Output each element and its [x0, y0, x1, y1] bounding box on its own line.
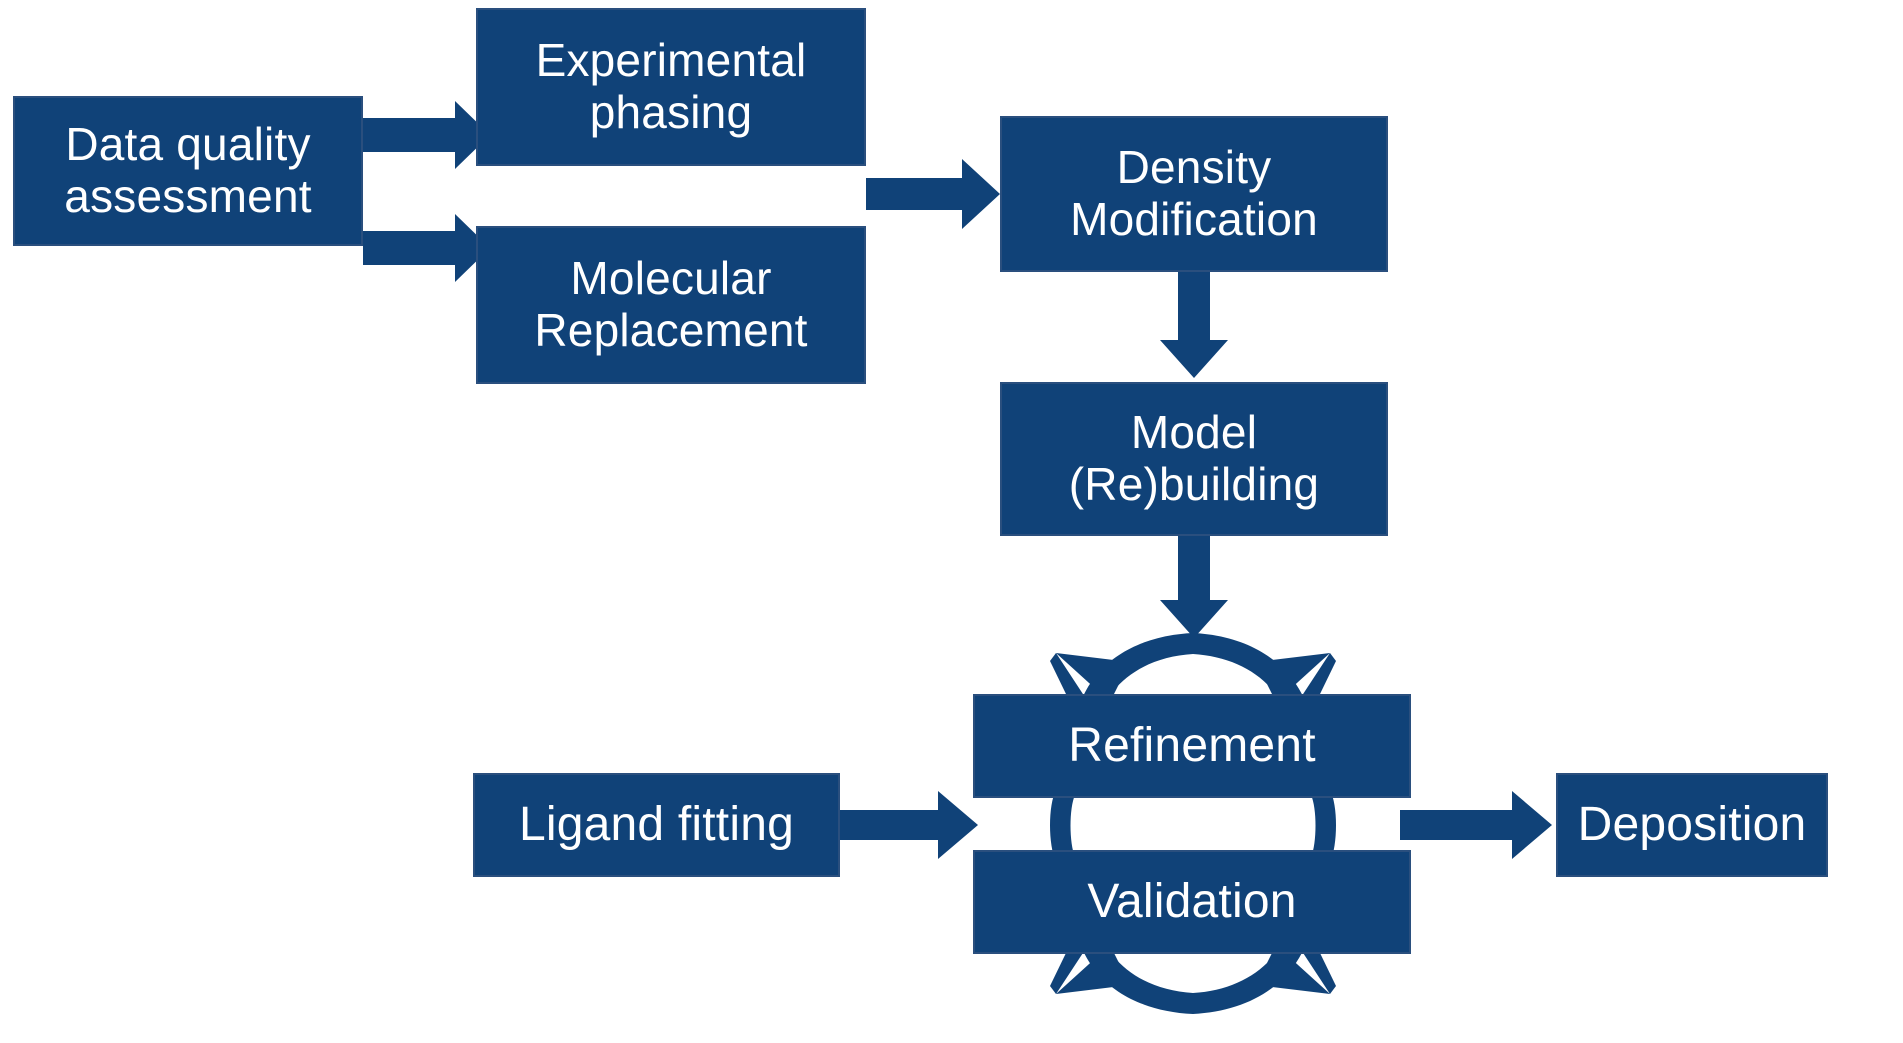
node-model-rebuilding[interactable]: Model (Re)building — [1000, 382, 1388, 536]
node-deposition[interactable]: Deposition — [1556, 773, 1828, 877]
arrow-data-quality-to-molecular-replacement — [363, 214, 490, 282]
arrow-model-rebuilding-to-refinement — [1160, 536, 1228, 638]
arrow-cycle-to-deposition — [1400, 791, 1552, 859]
node-validation[interactable]: Validation — [973, 850, 1411, 954]
node-density-modification[interactable]: Density Modification — [1000, 116, 1388, 272]
node-experimental-phasing[interactable]: Experimental phasing — [476, 8, 866, 166]
node-refinement[interactable]: Refinement — [973, 694, 1411, 798]
node-data-quality-assessment[interactable]: Data quality assessment — [13, 96, 363, 246]
arrow-density-modification-to-model-rebuilding — [1160, 272, 1228, 378]
arrow-data-quality-to-experimental-phasing — [363, 101, 490, 169]
node-ligand-fitting[interactable]: Ligand fitting — [473, 773, 840, 877]
arrow-phasing-to-density-modification — [866, 159, 1000, 229]
arrow-ligand-fitting-to-cycle — [840, 791, 978, 859]
node-molecular-replacement[interactable]: Molecular Replacement — [476, 226, 866, 384]
